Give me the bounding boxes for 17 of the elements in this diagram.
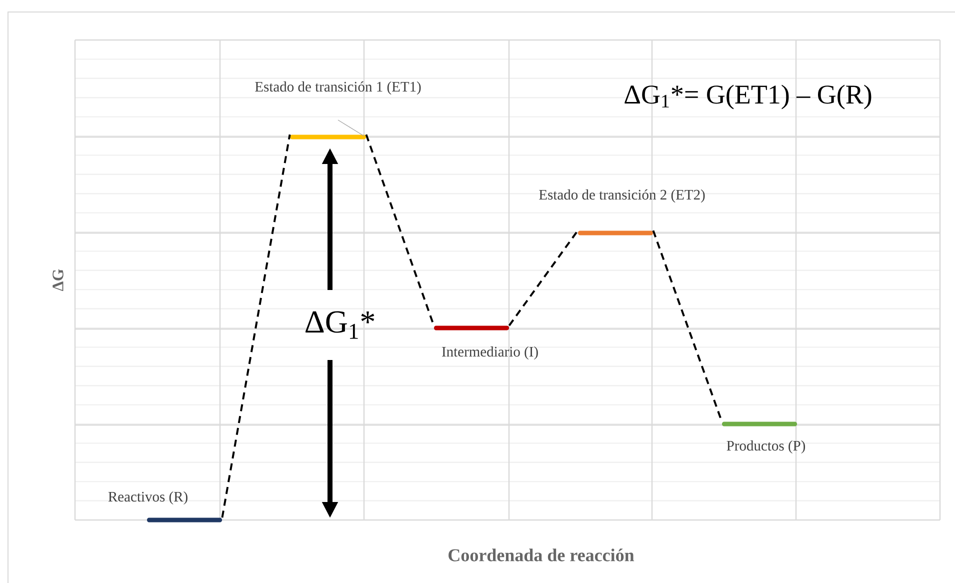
energy-level-bar [578, 230, 653, 236]
energy-level-bar [290, 134, 366, 140]
axis-title: Coordenada de reacción [448, 548, 634, 562]
dashed-connector [508, 230, 579, 326]
level-label: Intermediario (I) [442, 346, 538, 360]
equation: ΔG$_{1}$*= G(ET1) – G(R) [624, 84, 872, 110]
axis-title: ΔG [52, 269, 64, 291]
energy-level-bar [722, 422, 797, 426]
leader-line [338, 120, 364, 136]
energy-level-bar [434, 326, 509, 330]
formula-label: ΔG$_{1}$* [306, 311, 374, 339]
energy-level-bar [147, 518, 222, 522]
dashed-connector [221, 134, 291, 518]
level-label: Estado de transición 1 (ET1) [255, 81, 421, 95]
level-label: Estado de transición 2 (ET2) [539, 189, 705, 203]
level-label: Reactivos (R) [108, 491, 188, 505]
level-label: Productos (P) [726, 440, 806, 454]
